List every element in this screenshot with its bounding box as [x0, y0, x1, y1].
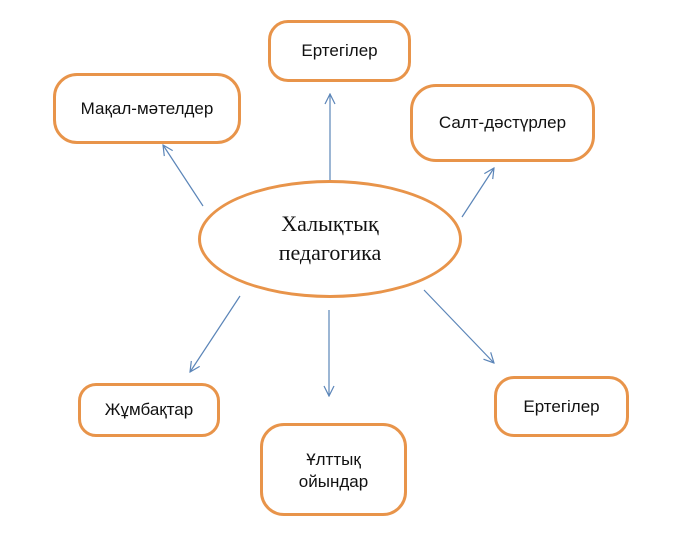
node-ertegiler-right: Ертегілер	[494, 376, 629, 437]
center-node-line2: педагогика	[278, 240, 382, 265]
node-zhumbaktar: Жұмбақтар	[78, 383, 220, 437]
node-zhumbaktar-label: Жұмбақтар	[104, 400, 194, 420]
arrow-to-top-right	[461, 168, 494, 218]
node-makal-metelder-label: Мақал-мәтелдер	[80, 98, 214, 118]
node-ulttyk-oyyndar-line1: Ұлттық	[306, 450, 361, 470]
node-salt-dasturler: Салт-дәстүрлер	[410, 84, 595, 162]
node-makal-metelder: Мақал-мәтелдер	[53, 73, 241, 144]
node-ertegiler-top: Ертегілер	[268, 20, 411, 82]
node-ulttyk-oyyndar: Ұлттық ойындар	[260, 423, 407, 516]
node-ulttyk-oyyndar-line2: ойындар	[298, 471, 369, 491]
arrow-to-bottom-left	[190, 295, 241, 372]
node-ertegiler-top-label: Ертегілер	[301, 41, 378, 61]
center-node-line1: Халықтық	[281, 211, 379, 237]
arrow-to-bottom-right	[423, 289, 494, 363]
center-node-halyktyk-pedagogika: Халықтық педагогика	[198, 180, 462, 298]
arrow-to-top-left	[163, 145, 204, 207]
node-ertegiler-right-label: Ертегілер	[523, 396, 600, 416]
node-salt-dasturler-label: Салт-дәстүрлер	[438, 113, 567, 133]
